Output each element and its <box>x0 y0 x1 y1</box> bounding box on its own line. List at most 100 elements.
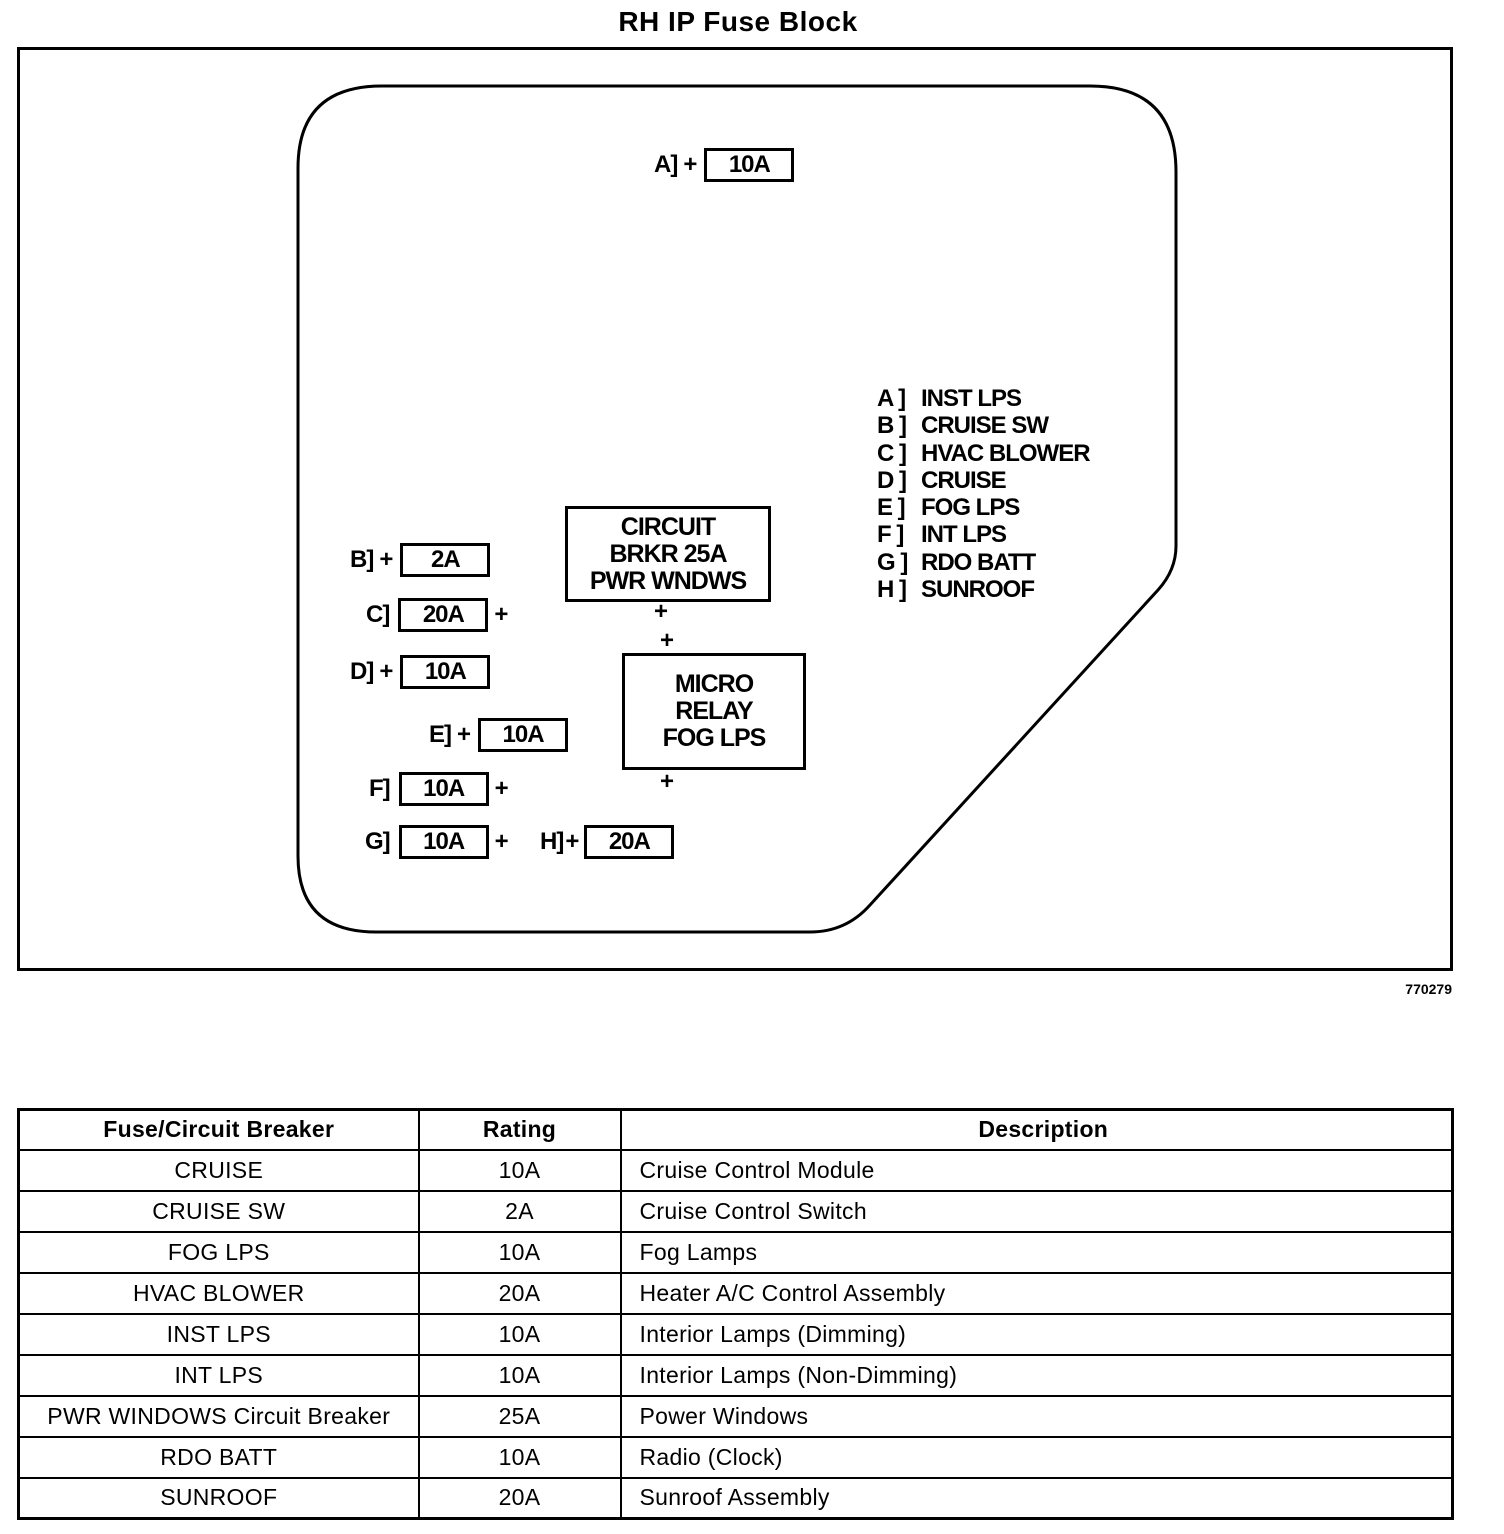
legend-value: RDO BATT <box>921 548 1036 576</box>
legend-value: INT LPS <box>921 521 1007 549</box>
circuit-breaker-box: CIRCUIT BRKR 25A PWR WNDWS <box>565 506 771 602</box>
micro-relay-plus-top: + <box>660 627 675 654</box>
circuit-breaker-line-1: CIRCUIT <box>620 512 716 541</box>
table-row: INT LPS 10A Interior Lamps (Non-Dimming) <box>17 1353 1454 1397</box>
legend-item: C ] HVAC BLOWER <box>877 439 1091 467</box>
fuse-f: F] 10A + <box>369 772 509 806</box>
fuse-h: H] + 20A <box>540 825 675 859</box>
cell-name: FOG LPS <box>17 1230 420 1274</box>
header-description: Description <box>619 1108 1454 1151</box>
cell-rating: 2A <box>417 1189 622 1233</box>
cell-description: Cruise Control Switch <box>619 1189 1454 1233</box>
cell-rating: 10A <box>417 1435 622 1479</box>
fuse-d-label: D] <box>350 658 374 685</box>
cell-rating: 10A <box>417 1353 622 1397</box>
legend-item: F ]INT LPS <box>877 521 1090 548</box>
table-header-row: Fuse/Circuit Breaker Rating Description <box>17 1108 1454 1151</box>
table-row: RDO BATT 10A Radio (Clock) <box>17 1435 1454 1479</box>
cell-name: INST LPS <box>17 1312 420 1356</box>
cell-name: PWR WINDOWS Circuit Breaker <box>17 1394 420 1438</box>
fuse-block-outline <box>296 84 1178 934</box>
cell-rating: 20A <box>417 1476 622 1520</box>
cell-description: Fog Lamps <box>619 1230 1454 1274</box>
fuse-f-label: F] <box>369 775 391 802</box>
legend-key: E ] <box>877 494 906 522</box>
fuse-d: D] + 10A <box>350 655 491 689</box>
fuse-c-rating: 20A <box>398 598 489 632</box>
cell-rating: 25A <box>417 1394 622 1438</box>
legend-item: E ] FOG LPS <box>877 494 1090 521</box>
fuse-e-label: E] <box>429 721 452 748</box>
cell-description: Heater A/C Control Assembly <box>619 1271 1454 1315</box>
table-row: HVAC BLOWER 20A Heater A/C Control Assem… <box>17 1271 1454 1315</box>
legend-value: HVAC BLOWER <box>921 439 1091 467</box>
table-row: CRUISE SW 2A Cruise Control Switch <box>17 1189 1454 1233</box>
cell-rating: 10A <box>417 1230 622 1274</box>
legend-value: CRUISE <box>921 466 1007 494</box>
fuse-a-plus: + <box>683 151 697 178</box>
micro-relay-box: MICRO RELAY FOG LPS <box>622 653 806 770</box>
fuse-b-plus: + <box>379 546 393 573</box>
fuse-g-label: G] <box>365 828 391 855</box>
legend-key: A ] <box>877 385 906 412</box>
table-row: FOG LPS 10A Fog Lamps <box>17 1230 1454 1274</box>
cell-description: Radio (Clock) <box>619 1435 1454 1479</box>
fuse-c-label: C] <box>366 601 390 628</box>
legend-item: G ] RDO BATT <box>877 549 1090 576</box>
fuse-h-rating: 20A <box>584 825 675 859</box>
fuse-table: Fuse/Circuit Breaker Rating Description … <box>17 1108 1454 1520</box>
micro-relay-line-1: MICRO <box>674 670 754 698</box>
cell-rating: 20A <box>417 1271 622 1315</box>
legend-key: G ] <box>877 548 908 576</box>
fuse-g: G] 10A + <box>365 825 509 859</box>
table-row: CRUISE 10A Cruise Control Module <box>17 1148 1454 1192</box>
fuse-a-rating: 10A <box>704 148 795 182</box>
cell-name: SUNROOF <box>17 1476 420 1520</box>
circuit-breaker-line-3: PWR WNDWS <box>589 566 747 595</box>
fuse-f-rating: 10A <box>398 772 489 806</box>
table-row: INST LPS 10A Interior Lamps (Dimming) <box>17 1312 1454 1356</box>
fuse-h-label: H] <box>540 828 564 855</box>
legend-value: SUNROOF <box>921 576 1035 604</box>
legend-item: H ] SUNROOF <box>877 576 1090 603</box>
micro-relay-plus-bottom: + <box>660 768 675 795</box>
fuse-g-rating: 10A <box>398 825 489 859</box>
fuse-h-plus: + <box>565 828 579 855</box>
fuse-b-label: B] <box>350 546 374 573</box>
legend-value: FOG LPS <box>921 494 1020 522</box>
legend-item: B ]CRUISE SW <box>877 412 1090 439</box>
fuse-f-plus: + <box>494 775 509 802</box>
fuse-a: A] + 10A <box>654 148 795 182</box>
header-fuse-circuit-breaker: Fuse/Circuit Breaker <box>17 1108 420 1151</box>
legend-key: C ] <box>877 439 907 467</box>
fuse-c-plus: + <box>494 601 508 628</box>
cell-name: RDO BATT <box>17 1435 420 1479</box>
cell-description: Sunroof Assembly <box>619 1476 1454 1520</box>
cell-name: CRUISE SW <box>17 1189 420 1233</box>
table-row: SUNROOF 20A Sunroof Assembly <box>17 1476 1454 1520</box>
fuse-e-plus: + <box>457 721 471 748</box>
page-title: RH IP Fuse Block <box>618 6 858 37</box>
legend-item: A ] INST LPS <box>877 385 1090 412</box>
fuse-d-rating: 10A <box>400 655 491 689</box>
legend-item: D ] CRUISE <box>877 467 1090 494</box>
fuse-e: E] + 10A <box>429 718 569 752</box>
cell-description: Interior Lamps (Dimming) <box>619 1312 1454 1356</box>
legend-key: B ] <box>877 412 907 440</box>
fuse-c: C] 20A + <box>366 598 508 632</box>
fuse-b-rating: 2A <box>400 543 491 577</box>
cell-description: Power Windows <box>619 1394 1454 1438</box>
diagram-frame <box>17 47 1453 971</box>
fuse-a-label: A] <box>654 151 678 178</box>
legend-value: INST LPS <box>921 385 1022 412</box>
table-row: PWR WINDOWS Circuit Breaker 25A Power Wi… <box>17 1394 1454 1438</box>
fuse-g-plus: + <box>494 828 509 855</box>
cell-name: CRUISE <box>17 1148 420 1192</box>
fuse-e-rating: 10A <box>478 718 569 752</box>
circuit-breaker-plus: + <box>654 598 669 625</box>
micro-relay-line-3: FOG LPS <box>662 724 767 752</box>
cell-rating: 10A <box>417 1148 622 1192</box>
legend-key: H ] <box>877 576 907 604</box>
legend-key: D ] <box>877 466 907 494</box>
cell-description: Cruise Control Module <box>619 1148 1454 1192</box>
